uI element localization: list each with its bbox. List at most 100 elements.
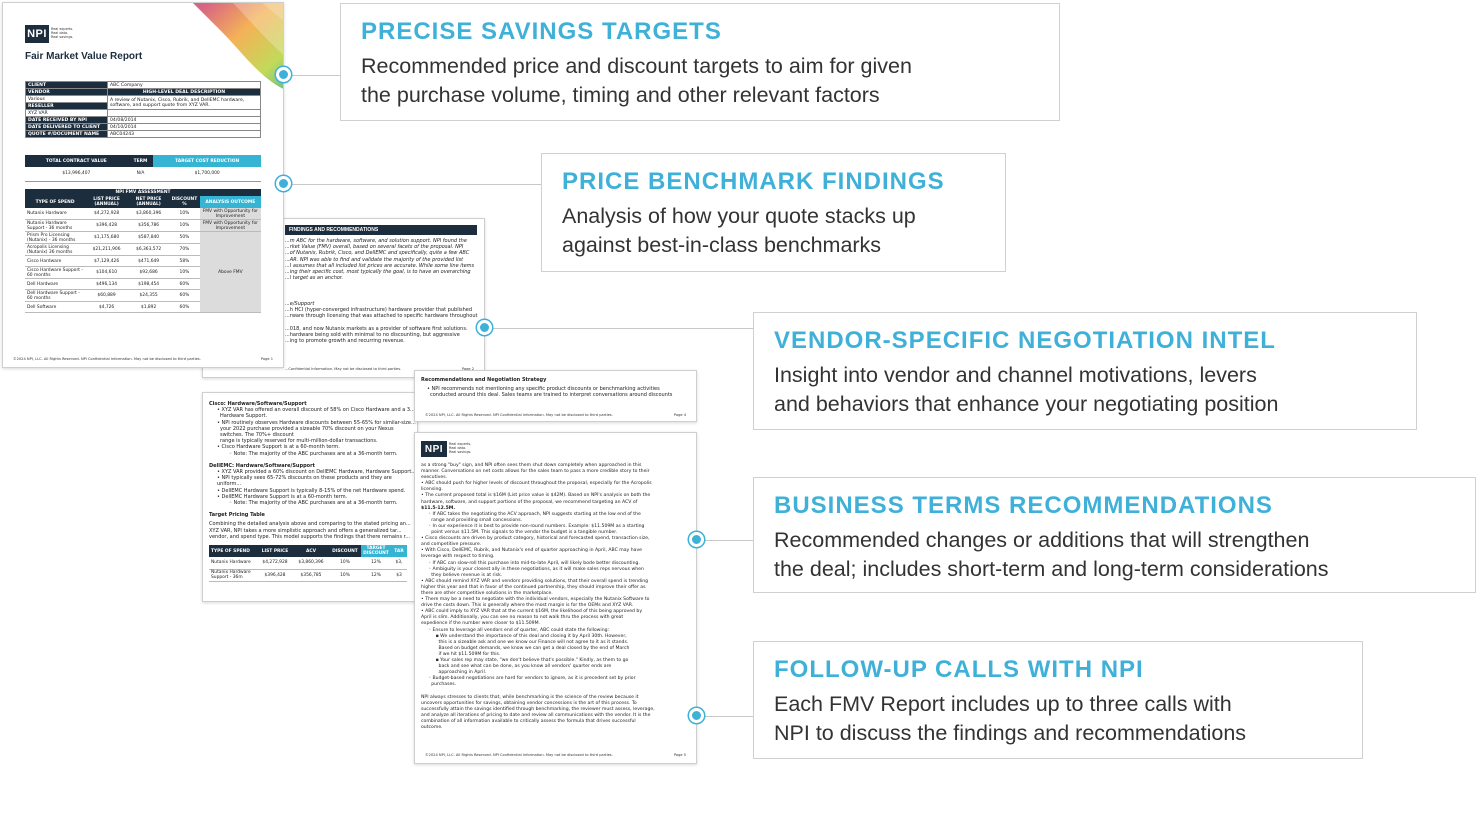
text-line: hardware, software, and support portions… [421,499,638,505]
text-line: $11.5-12.5M. [421,505,456,511]
callout-text: Recommended changes or additions that wi… [774,528,1329,581]
npi-logo: NPI Real experts. Real data. Real saving… [421,441,471,457]
text-line: ◦ Ambiguity is your closest ally in thes… [421,566,644,572]
callout-title: FOLLOW-UP CALLS WITH NPI [774,656,1144,683]
callout-text: Recommended price and discount targets t… [361,54,912,107]
connector-line-4 [697,540,753,541]
table-row: Prism Pro Licensing (Nutanix) - 36 month… [25,231,261,313]
text-line: • With Cisco, DellEMC, Rubrik, and Nutan… [421,548,643,554]
text-line: • ABC should push for higher levels of d… [421,481,652,487]
text-line: range and providing small concessions. [421,517,523,523]
text-line: • There may be a need to negotiate with … [421,597,650,603]
npi-logo-tagline: Real experts. Real data. Real savings. [51,27,74,39]
strategy-text: Recommendations and Negotiation Strategy… [421,377,673,399]
decorative-swirl-graphic [193,3,283,89]
text-line: and competitive pressure. [421,542,482,548]
page-footer: ©2024 NPI, LLC. All Rights Reserved. NPI… [13,357,273,361]
table-row: Nutanix Hardware Support - 36 months$396… [25,219,261,232]
npi-logo-mark: NPI [421,441,447,457]
text-line: Based on budget demands, we know we can … [421,645,630,651]
table-row: Nutanix Hardware Support - 36m$396,428$3… [209,569,407,582]
text-line: this is a sizeable ask and one we know o… [421,639,629,645]
findings-text: ...m ABC for the hardware, software, and… [285,238,475,282]
text-line: licensing. [421,487,443,493]
page-footer: ...Confidential Information. May not be … [285,367,474,371]
callout-text: Each FMV Report includes up to three cal… [774,692,1247,745]
report-title: Fair Market Value Report [25,51,143,62]
text-line: ◦ Ensure to leverage all vendors end of … [421,627,610,633]
connector-dot-1 [276,67,291,82]
nutanix-text: ...e/Support ...h HCI (hyper-converged i… [285,301,478,345]
text-line: purchases. [421,682,457,688]
text-line: leverage with respect to timing. [421,554,495,560]
text-line: they believe revenue is at risk. [421,572,503,578]
connector-dot-4 [689,532,704,547]
report-page-5: NPI Real experts. Real data. Real saving… [414,432,697,764]
totals-table: TOTAL CONTRACT VALUE TERM TARGET COST RE… [25,155,261,182]
text-line: higher this year and that in favor of th… [421,584,646,590]
text-line: combination of all information available… [421,718,636,724]
npi-logo: NPI Real experts. Real data. Real saving… [25,25,73,43]
text-line: drive the costs down. This is generally … [421,603,634,609]
text-line: April is slim. Additionally, you can see… [421,615,624,621]
text-line: as a strong "buy" sign, and NPI often se… [421,463,642,468]
table-row: Dell Hardware Support - 60 months$60,889… [25,289,261,302]
connector-line-5 [697,716,753,717]
table-row: Acropolis Licensing (Nutanix) 36 months$… [25,243,261,256]
text-line: expedience if the number were closer to … [421,621,541,627]
negotiation-strategy-text: as a strong "buy" sign, and NPI often se… [421,463,693,731]
text-line: successfully attain the savings identifi… [421,706,655,712]
connector-dot-3 [477,320,492,335]
target-pricing-table: TYPE OF SPEND LIST PRICE ACV DISCOUNT TA… [209,545,407,582]
report-page-4: Recommendations and Negotiation Strategy… [414,370,697,422]
callout-benchmark-findings: PRICE BENCHMARK FINDINGS Analysis of how… [541,153,1006,272]
text-line: outcome. [421,725,443,731]
page-footer: ©2024 NPI, LLC. All Rights Reserved. NPI… [425,413,686,417]
callout-title: PRECISE SAVINGS TARGETS [361,18,722,45]
callout-title: VENDOR-SPECIFIC NEGOTIATION INTEL [774,327,1276,354]
text-line: manner. Conversations on net costs allow… [421,469,650,475]
report-page-3: Cisco: Hardware/Software/Support • XYZ V… [202,392,418,602]
text-line: • The current proposed total is $16M (Li… [421,493,651,499]
connector-dot-5 [689,708,704,723]
fmv-assessment-table: NPI FMV ASSESSMENT TYPE OF SPEND LIST PR… [25,189,261,313]
text-line: back and see what can be done, as you kn… [421,664,612,670]
text-line: • ABC should remind XYZ VAR and vendors … [421,578,649,584]
text-line: • ABC could imply to XYZ VAR that at the… [421,609,643,615]
text-line: uncovers opportunities for savings, obta… [421,700,637,706]
text-line: NPI always stresses to clients that, whi… [421,694,639,700]
callout-follow-up-calls: FOLLOW-UP CALLS WITH NPI Each FMV Report… [753,641,1363,759]
connector-line-2 [284,184,541,185]
text-line: ▪ We understand the importance of this d… [421,633,627,639]
text-line: point versus $11.5M. This signals to the… [421,530,618,536]
section-header: FINDINGS AND RECOMMENDATIONS [285,225,477,235]
page-footer: ©2024 NPI, LLC. All Rights Reserved. NPI… [425,753,686,757]
text-line: approaching in April. [421,670,487,676]
npi-logo-tagline: Real experts. Real data. Real savings. [449,442,472,454]
callout-text: Insight into vendor and channel motivati… [774,363,1279,416]
connector-line-3 [485,328,753,329]
report-page-1: NPI Real experts. Real data. Real saving… [2,2,284,368]
text-line: and analyze all iterations of pricing to… [421,712,651,718]
text-line: • Cisco discounts are driven by product … [421,536,650,542]
text-line: ◦ If ABC takes the negotiating the ACV a… [421,511,641,517]
callout-title: PRICE BENCHMARK FINDINGS [562,168,945,195]
text-line: executives. [421,475,448,481]
connector-line-1 [284,75,340,76]
npi-logo-mark: NPI [25,25,49,43]
callout-negotiation-intel: VENDOR-SPECIFIC NEGOTIATION INTEL Insigh… [753,312,1417,430]
callout-savings-targets: PRECISE SAVINGS TARGETS Recommended pric… [340,3,1060,121]
connector-dot-2 [276,176,291,191]
text-line: ◦ If ABC can slow-roll this purchase int… [421,560,640,566]
text-line: ◦ Budget-based negotiations are hard for… [421,676,636,682]
vendor-analysis-text: Cisco: Hardware/Software/Support • XYZ V… [209,401,417,540]
table-row: Cisco Hardware Support - 60 months$104,6… [25,266,261,279]
callout-business-terms: BUSINESS TERMS RECOMMENDATIONS Recommend… [753,477,1476,593]
text-line: ▪ Your sales rep may state, "we don't be… [421,658,629,663]
